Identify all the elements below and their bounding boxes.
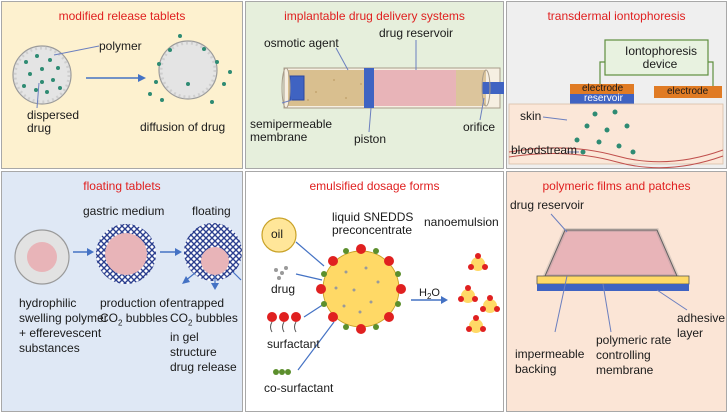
entrapped-label: entrapped CO2 bubbles in gel structure d… xyxy=(170,296,242,375)
panel-title: polymeric films and patches xyxy=(542,179,691,193)
panel-title: implantable drug delivery systems xyxy=(284,9,465,23)
adhesive-layer-label: adhesive layer xyxy=(677,311,726,340)
panel-title: transdermal iontophoresis xyxy=(547,9,686,23)
entrapped-text-2: bubbles in gel structure xyxy=(170,311,238,360)
diffusion-label: diffusion of drug xyxy=(140,120,226,134)
patch-illustration xyxy=(536,213,690,333)
water-sub: 2 xyxy=(426,292,432,302)
panel-title: floating tablets xyxy=(83,179,161,193)
hydrophilic-label: hydrophilic swelling polymer + effereves… xyxy=(19,296,108,355)
panel-title: modified release tablets xyxy=(58,9,186,23)
iontophoresis-device-label: Iontophoresis device xyxy=(625,44,698,71)
panel-title: emulsified dosage forms xyxy=(309,179,440,193)
modified-release-illustration xyxy=(12,34,232,109)
drug-release-text: drug release xyxy=(170,360,237,375)
orifice-label: orifice xyxy=(463,120,496,134)
production-co2-sub: 2 xyxy=(118,318,123,328)
bloodstream-label: bloodstream xyxy=(511,143,578,157)
production-text: production of xyxy=(100,296,170,310)
piston-label: piston xyxy=(354,132,387,146)
semipermeable-label: semipermeable membrane xyxy=(250,117,333,144)
panel-transdermal: transdermal iontophoresis Iontophoresis … xyxy=(506,1,727,169)
floating-label: floating xyxy=(192,204,231,218)
electrode-right-label: electrode xyxy=(667,86,709,97)
gastric-medium-label: gastric medium xyxy=(83,204,165,218)
dispersed-drug-label: dispersed drug xyxy=(27,108,80,135)
production-label: production of CO2 bubbles xyxy=(100,296,169,330)
drug-reservoir-label: drug reservoir xyxy=(510,198,585,212)
drug-label: drug xyxy=(271,282,296,296)
nanoemulsion-label: nanoemulsion xyxy=(424,215,499,229)
snedds-illustration xyxy=(261,217,500,375)
floating-illustration xyxy=(14,223,242,290)
implant-illustration xyxy=(281,40,504,133)
drug-reservoir-label: drug reservoir xyxy=(379,26,454,40)
water-label: H2O xyxy=(419,287,440,303)
entrapped-co2-sub: 2 xyxy=(188,318,193,328)
reservoir-label: reservoir xyxy=(584,93,623,104)
panel-modified-release: modified release tablets polymer dispers… xyxy=(1,1,243,169)
liquid-snedds-label: liquid SNEDDS preconcentrate xyxy=(332,210,414,237)
surfactant-label: surfactant xyxy=(267,337,320,351)
iontophoresis-illustration xyxy=(508,39,724,169)
cosurfactant-label: co-surfactant xyxy=(264,381,334,395)
panel-polymeric: polymeric films and patches drug reservo… xyxy=(506,171,727,412)
skin-label: skin xyxy=(520,109,542,123)
production-tail: bubbles xyxy=(122,311,168,325)
panel-floating: floating tablets gastric medium floating xyxy=(1,171,243,412)
production-co2: CO xyxy=(100,311,118,325)
impermeable-backing-label: impermeable backing xyxy=(515,347,585,376)
rate-controlling-label: polymeric rate controlling membrane xyxy=(596,333,672,377)
water-o: O xyxy=(431,287,440,299)
entrapped-text: entrapped CO xyxy=(170,296,225,325)
water-h: H xyxy=(419,287,427,299)
oil-label: oil xyxy=(271,227,284,241)
panel-emulsified: emulsified dosage forms xyxy=(245,171,504,412)
polymer-label: polymer xyxy=(99,39,142,53)
panel-implantable: implantable drug delivery systems osmoti… xyxy=(245,1,504,169)
osmotic-agent-label: osmotic agent xyxy=(264,36,339,50)
electrode-left-label: electrode xyxy=(582,83,624,94)
